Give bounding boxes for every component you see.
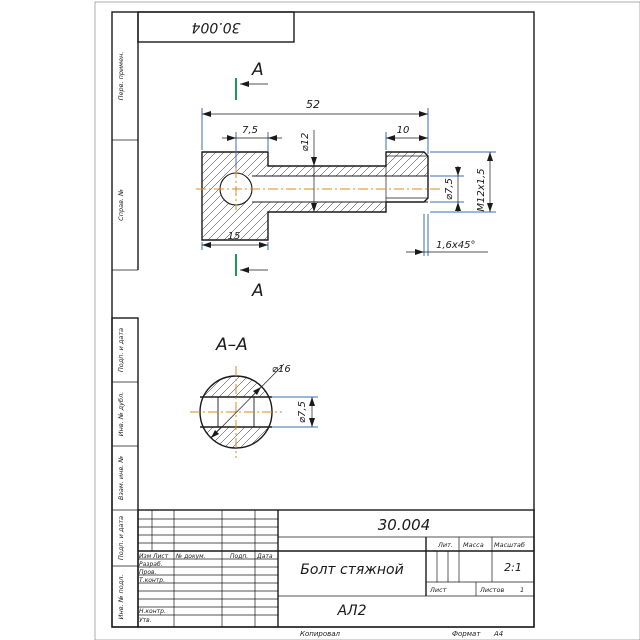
tb-col-list: Лист xyxy=(152,553,169,560)
tb-col-doc: № докум. xyxy=(175,553,206,560)
footer-format-value: А4 xyxy=(493,630,503,638)
dim-m12-text: M12x1,5 xyxy=(476,168,487,211)
tb-row-prov: Пров. xyxy=(139,569,157,576)
tb-lit-label: Лит. xyxy=(437,541,453,549)
section-marker-top: A xyxy=(235,60,268,100)
tb-sheets-label: Листов xyxy=(479,586,504,594)
dim-phi16-text: ⌀16 xyxy=(272,364,291,375)
hatch-line xyxy=(419,152,428,240)
hatch-line xyxy=(202,152,237,240)
sheet-border xyxy=(94,1,640,640)
section-aa-title: A–A xyxy=(215,335,248,355)
hatch-line xyxy=(200,376,237,448)
side-stamp-column: Перв. примен. Справ. № Подп. и дата Инв.… xyxy=(111,12,139,628)
side-stamp-3: Подп. и дата xyxy=(117,328,125,372)
tb-col-izm: Изм xyxy=(139,553,152,560)
tb-scale-label: Масштаб xyxy=(494,541,525,549)
hatch-line xyxy=(276,372,356,452)
title-block: 30.004 Болт стяжной АЛ2 Изм Лист № докум… xyxy=(137,509,535,628)
tb-designation: 30.004 xyxy=(378,516,431,534)
tb-sheet-label: Лист xyxy=(429,586,447,594)
tb-row-utv: Утв. xyxy=(139,617,152,624)
hatch-line xyxy=(116,372,196,452)
hatch-line xyxy=(202,152,245,240)
side-stamp-5: Взам. инв. № xyxy=(117,456,125,500)
side-stamp-6: Подп. и дата xyxy=(117,516,125,560)
stamp-top-box: 30.004 xyxy=(137,11,295,43)
stamp-top-text: 30.004 xyxy=(192,19,241,35)
hatch-line xyxy=(202,152,229,240)
dimension-10: 10 xyxy=(385,125,428,150)
dimension-52: 52 xyxy=(201,98,429,154)
dim-chamfer-text: 1,6x45° xyxy=(436,240,476,251)
hatch-line xyxy=(202,152,213,240)
section-label-top: A xyxy=(251,60,264,80)
dim-52-text: 52 xyxy=(306,98,320,111)
tb-part-name: Болт стяжной xyxy=(300,562,403,578)
dimension-15: 15 xyxy=(201,231,269,250)
tb-scale-value: 2:1 xyxy=(504,561,522,574)
bolt-section-view xyxy=(100,148,440,244)
section-label-bottom: A xyxy=(251,281,264,301)
side-stamp-7: Инв. № подл. xyxy=(117,575,125,620)
hatch-line xyxy=(200,376,229,448)
footer-copied: Копировал xyxy=(300,630,341,638)
tb-row-razrab: Разраб. xyxy=(139,561,163,568)
tb-col-date: Дата xyxy=(256,553,273,560)
dim-phi7-5-text: ⌀7,5 xyxy=(444,178,455,200)
hatch-line xyxy=(235,376,272,448)
dim-phi12-text: ⌀12 xyxy=(300,133,311,152)
tb-mass-label: Масса xyxy=(463,541,484,549)
dimension-chamfer: 1,6x45° xyxy=(406,214,488,256)
dim-section-phi7-5-text: ⌀7,5 xyxy=(297,401,308,423)
dimension-7-5: 7,5 xyxy=(222,125,282,168)
tb-row-tkontr: Т.контр. xyxy=(139,577,165,584)
section-marker-bottom: A xyxy=(235,254,268,301)
hatch-line xyxy=(100,148,196,244)
hatch-line xyxy=(202,152,221,240)
dimension-phi7-5: ⌀7,5 xyxy=(430,166,464,212)
side-stamp-4: Инв. № дубл. xyxy=(117,392,125,436)
dim-10-text: 10 xyxy=(397,125,410,136)
footer-format-label: Формат xyxy=(452,630,481,638)
tb-material: АЛ2 xyxy=(336,603,366,619)
hatch-line xyxy=(202,152,269,240)
hatch-line xyxy=(202,152,261,240)
section-aa-view: ⌀16 ⌀7,5 xyxy=(116,363,356,458)
dimension-phi12: ⌀12 xyxy=(300,130,317,212)
tb-sheets-value: 1 xyxy=(520,586,524,594)
dim-15-text: 15 xyxy=(228,231,241,242)
dimension-m12: M12x1,5 xyxy=(430,151,496,213)
side-stamp-2: Справ. № xyxy=(117,189,125,221)
hatch-line xyxy=(243,376,272,448)
tb-row-nkontr: Н.контр. xyxy=(139,608,166,615)
side-stamp-1: Перв. примен. xyxy=(117,52,125,101)
tb-col-sign: Подп. xyxy=(230,553,248,560)
dim-7-5-text: 7,5 xyxy=(242,125,258,136)
